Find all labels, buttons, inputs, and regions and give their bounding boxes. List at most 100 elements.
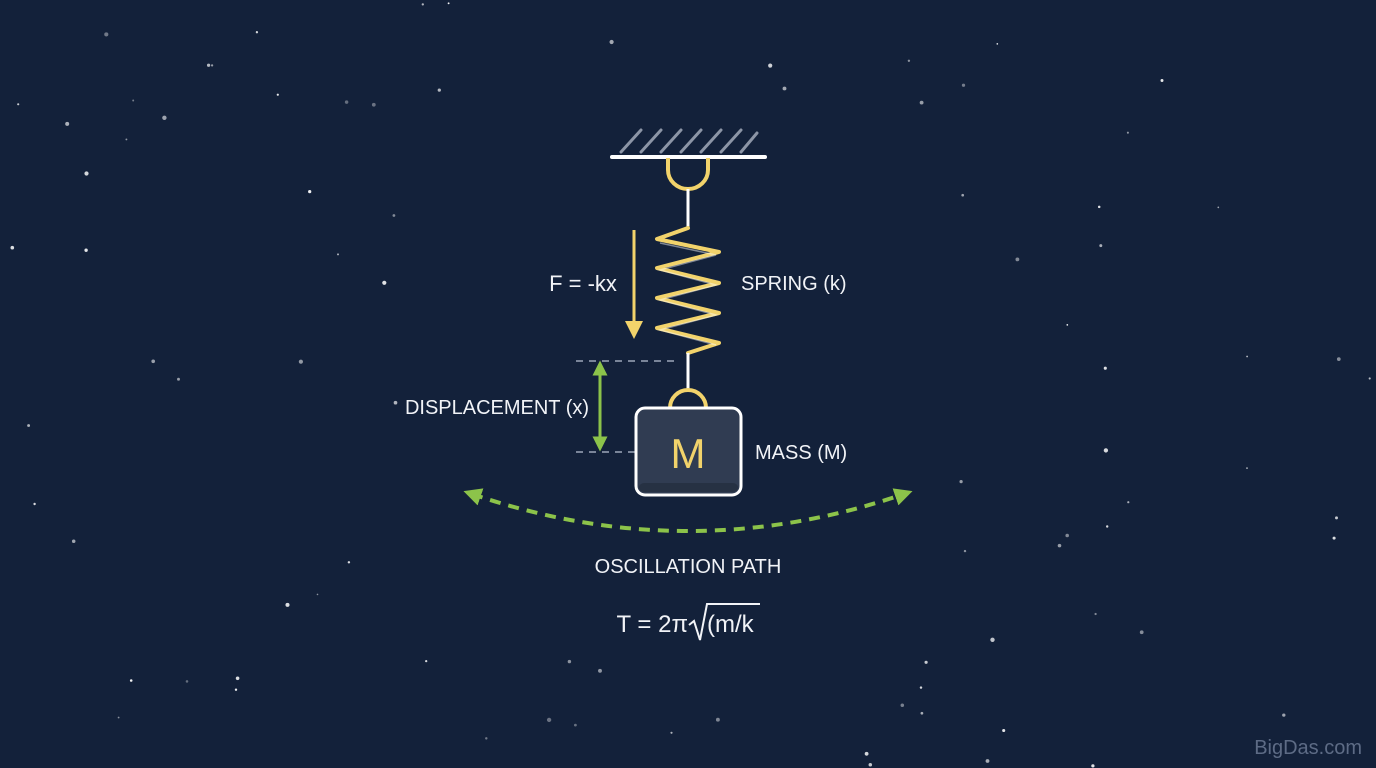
star (84, 171, 89, 176)
star (33, 502, 36, 506)
star (715, 717, 720, 722)
star (963, 549, 967, 553)
star (924, 660, 928, 664)
star (959, 479, 963, 484)
star (125, 138, 128, 141)
star (485, 737, 488, 740)
star (920, 711, 924, 715)
star (1106, 525, 1109, 528)
star (919, 100, 924, 105)
oscillation-label: OSCILLATION PATH (595, 556, 782, 578)
period-formula: T = 2π (m/k (617, 603, 760, 641)
star (1002, 728, 1006, 733)
ceiling-hatching (619, 128, 759, 154)
star (1282, 713, 1286, 717)
star (1099, 244, 1103, 248)
spring (655, 189, 721, 392)
star (104, 32, 109, 37)
star (425, 659, 428, 663)
period-radicand: (m/k (707, 611, 755, 638)
mass-block: M (634, 388, 743, 497)
star (1091, 764, 1095, 768)
star (1246, 355, 1248, 358)
star (255, 31, 259, 34)
star (1057, 543, 1062, 548)
star (907, 59, 911, 62)
star (234, 688, 238, 691)
star (337, 253, 339, 256)
period-prefix: T = 2π (617, 611, 688, 638)
star (371, 102, 376, 107)
star (782, 86, 787, 91)
star (1127, 501, 1130, 504)
star (1065, 533, 1069, 538)
star (1160, 79, 1164, 82)
star (567, 659, 572, 664)
star (308, 189, 312, 194)
star (1126, 131, 1129, 134)
spring-label: SPRING (k) (741, 273, 847, 295)
star (574, 723, 577, 727)
star (177, 377, 180, 381)
star (71, 539, 76, 543)
star (210, 64, 214, 67)
square-root-sign (688, 603, 760, 641)
star (868, 763, 873, 767)
star (84, 248, 88, 252)
star (990, 637, 995, 642)
star (1103, 448, 1109, 453)
star (298, 359, 303, 364)
star (996, 43, 999, 45)
star (985, 759, 990, 763)
watermark: BigDas.com (1254, 737, 1362, 759)
star (65, 121, 70, 126)
star (1139, 630, 1144, 635)
star-field (10, 2, 1371, 768)
star (117, 716, 120, 719)
star (609, 39, 614, 45)
star (344, 100, 349, 104)
star (10, 245, 15, 250)
spring-coil (655, 226, 721, 355)
star (447, 2, 450, 5)
star (1103, 366, 1107, 370)
star (1066, 324, 1069, 326)
star (393, 400, 398, 405)
star (437, 88, 441, 92)
star (1015, 257, 1020, 262)
ceiling-hook (666, 158, 710, 191)
star (598, 668, 602, 673)
star (900, 703, 905, 707)
star (151, 359, 156, 364)
star (546, 717, 552, 723)
star (1246, 467, 1248, 469)
star (129, 679, 133, 682)
star (961, 193, 965, 197)
star (768, 63, 773, 68)
displacement-label: DISPLACEMENT (x) (405, 397, 589, 419)
star (961, 83, 966, 87)
oscillation-path (463, 488, 913, 533)
star (382, 280, 387, 285)
star (17, 103, 20, 106)
star (1335, 516, 1338, 520)
star (276, 93, 279, 96)
star (162, 115, 167, 120)
mass-label: MASS (M) (755, 442, 847, 464)
star (421, 3, 424, 6)
star (235, 676, 240, 681)
star (206, 63, 211, 67)
star (1368, 377, 1371, 380)
star (864, 751, 869, 756)
star (285, 602, 290, 607)
star (1097, 205, 1101, 209)
mass-hook (668, 388, 708, 409)
star (27, 424, 31, 427)
force-label: F = -kx (549, 271, 617, 296)
mass-letter: M (671, 430, 706, 477)
star (1336, 357, 1341, 361)
star (670, 731, 673, 734)
star (1217, 206, 1220, 209)
